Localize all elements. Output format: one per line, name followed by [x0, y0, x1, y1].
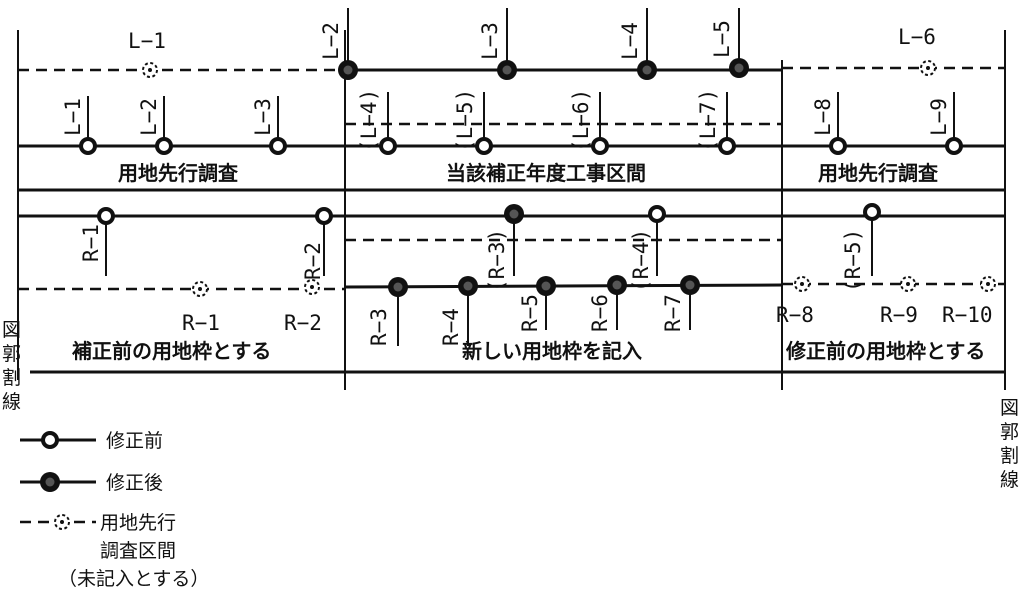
section-top-middle: 当該補正年度工事区間 [446, 161, 646, 185]
label-top-L2: L−2 [319, 22, 343, 60]
border-label-left-2: 郭 [2, 343, 21, 365]
label-row4-R7: R−7 [661, 294, 685, 332]
marker-top-L4 [637, 60, 657, 80]
label-row3-R3: (R−3) [485, 229, 509, 292]
label-top-L3: L−3 [478, 22, 502, 60]
border-label-right-1: 図 [1000, 397, 1019, 419]
marker-row4-R10 [980, 276, 996, 292]
label-row4-R10: R−10 [942, 303, 993, 327]
marker-row3-R4 [648, 205, 666, 223]
marker-row2-L4 [379, 137, 397, 155]
legend-dashed-marker [54, 514, 70, 530]
marker-top-L6-dashed [920, 60, 936, 76]
section-bottom-middle: 新しい用地枠を記入 [462, 339, 642, 363]
marker-row4-R9 [900, 276, 916, 292]
label-row4-R3: R−3 [367, 308, 391, 346]
label-row3-R2: R−2 [301, 242, 325, 280]
label-row3-R5: (R−5) [841, 229, 865, 292]
marker-row2-L1 [79, 137, 97, 155]
label-row2-L8: L−8 [811, 98, 835, 136]
marker-row4-R7 [680, 275, 700, 295]
legend-before-marker [41, 431, 59, 449]
label-row4-R4: R−4 [439, 308, 463, 346]
marker-row2-L2 [155, 137, 173, 155]
marker-row4-R4 [458, 276, 478, 296]
label-row3-R1: R−1 [79, 224, 103, 262]
label-row4-R1: R−1 [182, 311, 220, 335]
legend-after-marker [40, 472, 60, 492]
border-label-left-3: 割 [2, 367, 21, 389]
marker-top-L1-dashed [142, 62, 158, 78]
legend-dashed-text-2: 調査区間 [100, 540, 176, 562]
label-row2-L7: (L−7) [696, 89, 720, 152]
label-row2-L6: (L−6) [569, 89, 593, 152]
legend: 修正前 修正後 用地先行 調査区間 （未記入とする） [20, 430, 209, 590]
label-row2-L5: (L−5) [453, 89, 477, 152]
marker-row4-R3 [388, 277, 408, 297]
marker-row2-L7 [718, 137, 736, 155]
border-label-right-4: 線 [1000, 469, 1019, 491]
border-label-right-3: 割 [1000, 445, 1019, 467]
row4-solid-line [344, 283, 783, 289]
border-label-right-2: 郭 [1000, 421, 1019, 443]
legend-dashed-text-1: 用地先行 [100, 512, 176, 534]
label-row2-L3: L−3 [251, 98, 275, 136]
legend-after-text: 修正後 [106, 472, 163, 494]
marker-top-L5 [729, 58, 749, 78]
marker-row2-L5 [475, 137, 493, 155]
label-row4-R8: R−8 [776, 303, 814, 327]
marker-row2-L9 [945, 137, 963, 155]
marker-row2-L8 [829, 137, 847, 155]
label-row2-L9: L−9 [927, 98, 951, 136]
marker-top-L2 [338, 60, 358, 80]
border-label-left-1: 図 [2, 319, 21, 341]
section-bottom-right: 修正前の用地枠とする [785, 339, 985, 363]
marker-row4-R8 [794, 276, 810, 292]
legend-dashed-text-3: （未記入とする） [58, 568, 209, 590]
section-bottom-left: 補正前の用地枠とする [71, 339, 271, 363]
label-row3-R4: (R−4) [629, 229, 653, 292]
marker-row3-R2 [315, 207, 333, 225]
label-row4-R9: R−9 [880, 303, 918, 327]
border-label-left-4: 線 [2, 391, 21, 413]
label-row2-L4: (L−4) [357, 89, 381, 152]
marker-row4-R1 [192, 281, 208, 297]
label-row4-R2: R−2 [284, 311, 322, 335]
section-top-right: 用地先行調査 [818, 161, 938, 185]
marker-row3-R3 [504, 204, 524, 224]
legend-before-text: 修正前 [106, 430, 163, 452]
marker-row2-L6 [591, 137, 609, 155]
marker-row2-L3 [269, 137, 287, 155]
marker-row3-R5 [863, 203, 881, 221]
section-top-left: 用地先行調査 [118, 161, 238, 185]
label-top-L5: L−5 [710, 20, 734, 58]
label-row4-R5: R−5 [518, 294, 542, 332]
marker-row4-R5 [536, 276, 556, 296]
marker-top-L3 [497, 60, 517, 80]
label-top-L4: L−4 [618, 22, 642, 60]
marker-row4-R2 [304, 279, 320, 295]
marker-row4-R6 [607, 275, 627, 295]
label-top-L6: L−6 [898, 25, 936, 49]
label-row2-L1: L−1 [61, 98, 85, 136]
label-row2-L2: L−2 [137, 98, 161, 136]
marker-row3-R1 [97, 207, 115, 225]
label-row4-R6: R−6 [588, 294, 612, 332]
label-top-L1: L−1 [128, 29, 166, 53]
